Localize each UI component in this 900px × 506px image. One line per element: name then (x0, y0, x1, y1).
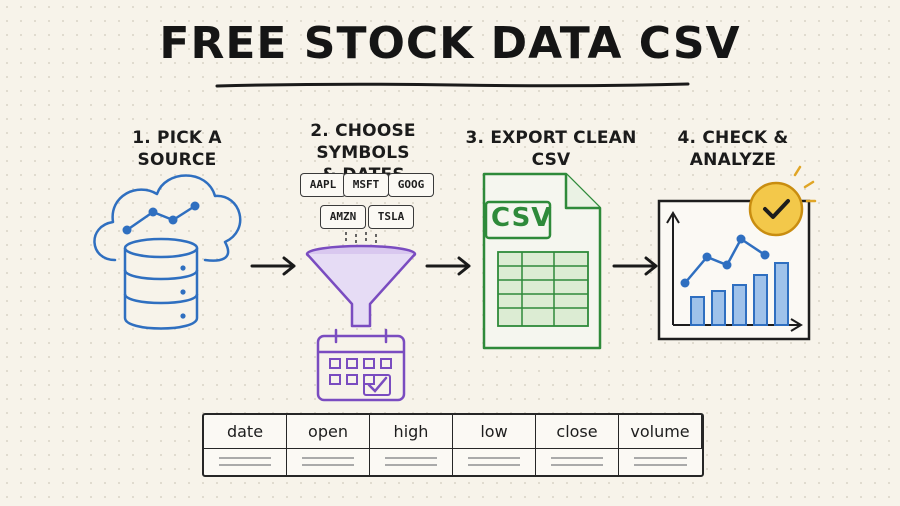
arrow-right-icon (250, 256, 296, 276)
csv-file-icon (482, 172, 602, 350)
cloud-trend-line (126, 204, 196, 232)
step-4-text: CHECK & ANALYZE (689, 128, 789, 170)
table-body-cell (619, 449, 702, 475)
check-icon (367, 376, 388, 393)
arrow-right-icon (612, 256, 658, 276)
chart-analysis-icon (657, 165, 817, 341)
ticker-chip: AMZN (320, 205, 366, 229)
step-2-text: CHOOSE SYMBOLS (316, 121, 416, 163)
database-icon (123, 237, 199, 330)
table-body-cell (370, 449, 453, 475)
csv-columns-table: date open high low close volume (202, 413, 704, 477)
table-body-cell (453, 449, 536, 475)
table-header-cell: low (453, 415, 536, 449)
table-header-cell: open (287, 415, 370, 449)
step-4-label: 4. CHECK & ANALYZE (648, 127, 818, 171)
step-3-number: 3. (465, 128, 485, 148)
table-header-cell: date (204, 415, 287, 449)
step-3-text: EXPORT CLEAN CSV (490, 128, 637, 170)
ticker-chip: MSFT (343, 173, 389, 197)
arrow-right-icon (425, 256, 471, 276)
funnel-icon (305, 232, 417, 402)
table-header-cell: close (536, 415, 619, 449)
step-1-text: PICK A SOURCE (137, 128, 222, 170)
table-body-cell (536, 449, 619, 475)
table-header-cell: volume (619, 415, 702, 449)
page-title: FREE STOCK DATA CSV (159, 18, 741, 69)
ticker-chip: GOOG (388, 173, 434, 197)
check-badge-icon (748, 181, 804, 237)
table-body-cell (204, 449, 287, 475)
step-2-number: 2. (310, 121, 329, 141)
cloud-database-icon (93, 174, 242, 330)
ticker-chip: AAPL (300, 173, 346, 197)
step-1-label: 1. PICK A SOURCE (92, 127, 262, 171)
step-1-number: 1. (132, 128, 151, 148)
step-3-label: 3. EXPORT CLEAN CSV (462, 127, 640, 171)
table-body-cell (287, 449, 370, 475)
title-underline (215, 82, 690, 88)
table-header-cell: high (370, 415, 453, 449)
cloud-icon (93, 174, 242, 262)
csv-label: CSV (491, 203, 553, 233)
step-4-number: 4. (677, 128, 697, 148)
ticker-chip: TSLA (368, 205, 414, 229)
